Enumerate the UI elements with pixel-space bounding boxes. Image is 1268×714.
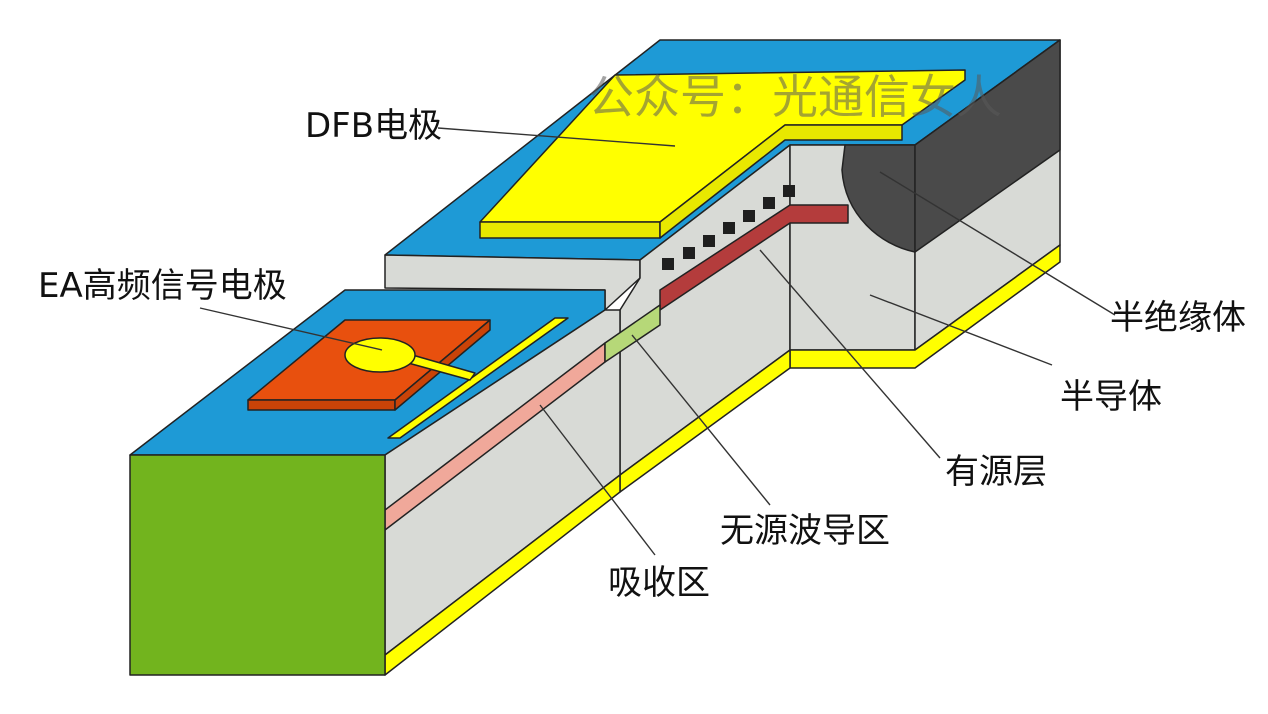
label-semiconductor: 半导体 — [1060, 377, 1162, 417]
leader-active-layer — [759, 249, 941, 459]
leader-dfb-electrode — [437, 127, 676, 147]
label-active-layer: 有源层 — [945, 452, 1047, 492]
ea-round-pad — [344, 337, 416, 373]
front-face — [129, 454, 386, 676]
leader-passive-waveguide — [631, 334, 771, 506]
dfb-electrode-edge-2 — [659, 124, 903, 239]
ea-pad-edge — [247, 399, 396, 411]
label-passive-waveguide: 无源波导区 — [720, 511, 890, 551]
leader-absorption — [539, 404, 656, 556]
label-semi-insulator: 半绝缘体 — [1110, 298, 1246, 338]
leader-ea-electrode — [199, 307, 383, 351]
grating — [662, 185, 795, 270]
label-dfb-electrode: DFB电极 — [305, 106, 443, 146]
leader-lines — [199, 127, 1116, 556]
leader-semiconductor — [869, 294, 1053, 366]
leader-semi-insulator — [879, 171, 1116, 316]
label-ea-electrode: EA高频信号电极 — [38, 266, 287, 306]
passive-waveguide-layer — [604, 304, 661, 363]
dfb-electrode-edge — [479, 221, 661, 239]
ea-ridge — [387, 317, 569, 439]
watermark-text: 公众号：光通信女人 — [588, 70, 1002, 124]
semi-insulator-end — [914, 39, 1061, 253]
label-absorption-region: 吸收区 — [608, 563, 710, 603]
